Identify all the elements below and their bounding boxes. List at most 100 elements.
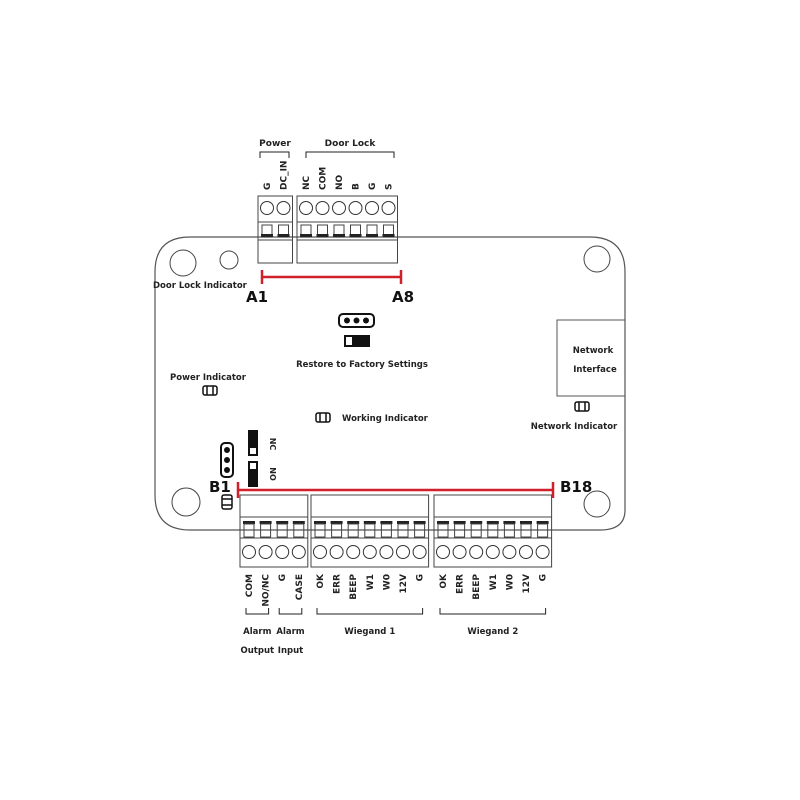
top-pin-label: B (352, 183, 362, 190)
group-label-door-lock: Door Lock (325, 139, 377, 149)
terminal-screw[interactable] (379, 545, 394, 559)
terminal-screw[interactable] (276, 201, 291, 215)
bracket-door-lock (305, 151, 395, 158)
bottom-pin-label: OK (316, 573, 326, 589)
terminal-slot (520, 523, 532, 538)
terminal-screw[interactable] (291, 545, 306, 559)
bottom-pin-label: 12V (522, 574, 532, 594)
terminal-clamp (300, 234, 312, 237)
label-a8: A8 (392, 288, 414, 306)
terminal-slot (331, 523, 343, 538)
bottom-pin-label: G (416, 574, 426, 581)
no-switch-label: NO (268, 467, 277, 481)
terminal-clamp (470, 521, 483, 524)
terminal-screw[interactable] (275, 545, 290, 559)
terminal-clamp (453, 521, 466, 524)
terminal-block-bottom (239, 494, 309, 568)
terminal-screw[interactable] (348, 201, 363, 215)
nc-switch-label: NC (268, 438, 277, 451)
terminal-clamp (333, 234, 345, 237)
top-pin-label: COM (319, 167, 329, 190)
bottom-pin-label: NO/NC (262, 574, 272, 607)
terminal-slot (437, 523, 449, 538)
working-indicator-label: Working Indicator (342, 414, 429, 424)
bottom-pin-label: CASE (295, 574, 305, 600)
terminal-clamp (243, 521, 255, 524)
terminal-screw[interactable] (502, 545, 517, 559)
terminal-screw[interactable] (436, 545, 450, 559)
jumper-pin (344, 317, 350, 324)
terminal-screw[interactable] (315, 201, 330, 215)
top-pin-label: G (368, 183, 378, 190)
top-pin-label: NC (302, 175, 312, 190)
bottom-group-label-line2: Input (278, 646, 303, 656)
terminal-slot (454, 523, 466, 538)
terminal-clamp (330, 521, 343, 524)
terminal-screw[interactable] (396, 545, 410, 559)
no-switch-knob (250, 463, 256, 469)
bottom-pin-label: ERR (333, 574, 343, 594)
restore-switch-knob (346, 337, 352, 345)
bottom-pin-label: W1 (489, 574, 499, 590)
terminal-screw[interactable] (260, 201, 274, 215)
terminal-slot (260, 523, 272, 538)
top-pin-label: NO (335, 174, 345, 190)
terminal-block-top (296, 195, 398, 264)
terminal-screw[interactable] (469, 545, 484, 559)
terminal-screw[interactable] (381, 201, 396, 215)
bottom-group-label: Alarm (243, 627, 271, 637)
network-interface-label-1: Network (573, 346, 614, 356)
terminal-screw[interactable] (332, 201, 346, 215)
terminal-screw[interactable] (313, 545, 327, 559)
label-b1: B1 (209, 478, 231, 496)
bracket-power (259, 151, 290, 158)
no-switch[interactable] (248, 461, 258, 487)
terminal-screw[interactable] (346, 545, 361, 559)
terminal-clamp (347, 521, 360, 524)
terminal-screw[interactable] (452, 545, 467, 559)
terminal-screw[interactable] (258, 545, 273, 559)
top-pin-label: S (385, 184, 395, 190)
terminal-slot (314, 523, 326, 538)
mounting-hole-top-right (583, 245, 611, 273)
terminal-slot (470, 523, 482, 538)
bottom-pin-label: BEEP (349, 574, 359, 600)
terminal-clamp (314, 521, 326, 524)
mounting-hole-bottom-right (583, 490, 611, 518)
terminal-screw[interactable] (329, 545, 344, 559)
terminal-clamp (316, 234, 329, 237)
label-b18: B18 (560, 478, 592, 496)
mounting-hole-top-left (169, 249, 197, 277)
terminal-clamp (536, 521, 549, 524)
network-indicator-label: Network Indicator (531, 422, 618, 432)
b1-led-icon (221, 494, 233, 510)
terminal-screw[interactable] (365, 201, 379, 215)
bottom-pin-label: BEEP (472, 574, 482, 600)
terminal-slot (276, 523, 288, 538)
terminal-screw[interactable] (242, 545, 256, 559)
terminal-screw[interactable] (535, 545, 550, 559)
terminal-screw[interactable] (299, 201, 313, 215)
restore-label: Restore to Factory Settings (296, 360, 428, 370)
terminal-clamp (292, 521, 305, 524)
terminal-slot (414, 523, 426, 538)
network-interface-label-2: Interface (573, 365, 617, 375)
nc-switch[interactable] (248, 430, 258, 456)
bottom-pin-label: OK (439, 573, 449, 589)
terminal-screw[interactable] (412, 545, 427, 559)
terminal-screw[interactable] (485, 545, 500, 559)
terminal-screw[interactable] (362, 545, 377, 559)
terminal-slot (347, 523, 359, 538)
terminal-slot (364, 523, 376, 538)
nc-switch-knob (250, 448, 256, 454)
top-pin-label: DC_IN (280, 161, 290, 190)
terminal-clamp (413, 521, 426, 524)
bottom-pin-label: G (539, 574, 549, 581)
group-label-power: Power (259, 139, 291, 149)
terminal-clamp (363, 521, 376, 524)
terminal-clamp (380, 521, 393, 524)
terminal-screw[interactable] (519, 545, 533, 559)
network-interface-port (556, 319, 626, 397)
bottom-group-label: Wiegand 2 (467, 627, 518, 637)
terminal-slot (537, 523, 549, 538)
